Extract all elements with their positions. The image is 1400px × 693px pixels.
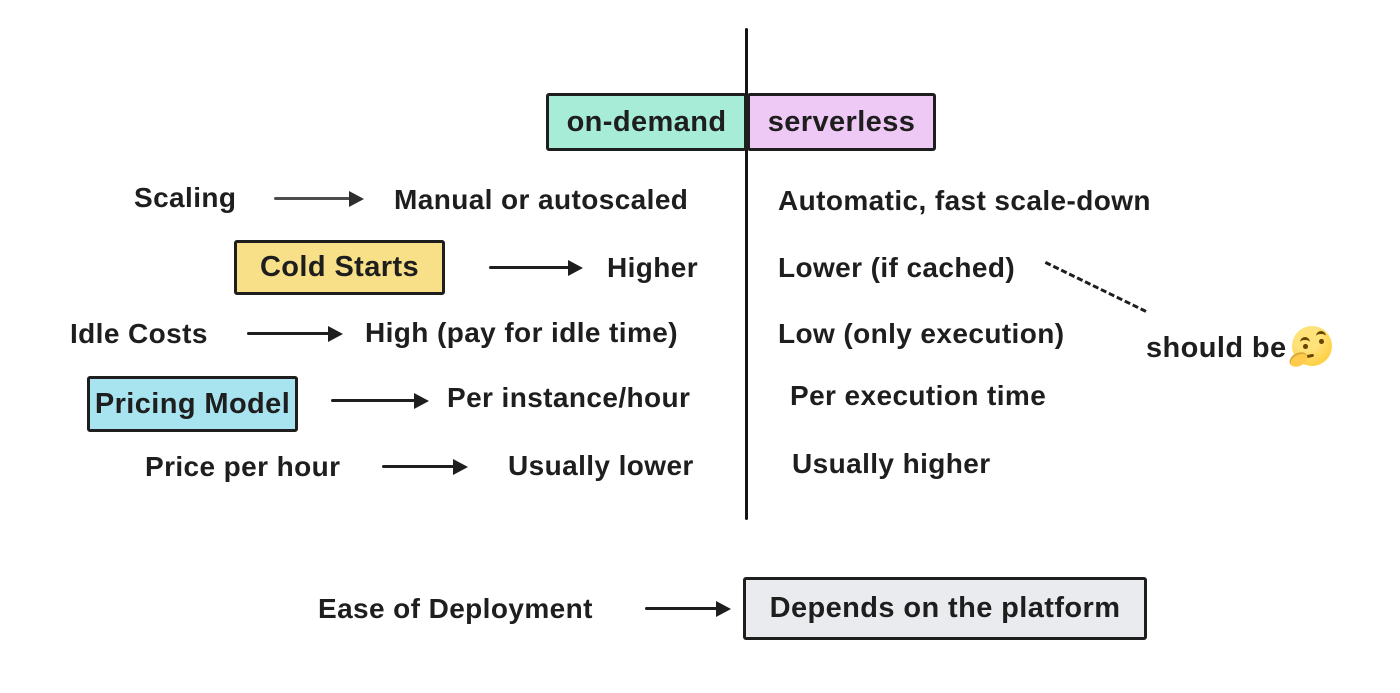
footer-depends-on-platform-box: Depends on the platform [743,577,1147,640]
row-label-idle-costs: Idle Costs [70,318,208,349]
value-serverless-cold-starts: Lower (if cached) [778,252,1016,283]
value-on-demand-scaling: Manual or autoscaled [394,184,689,215]
header-serverless-box: serverless [747,93,936,151]
arrow-icon [274,190,364,207]
value-serverless-price-per-hour: Usually higher [792,448,991,479]
value-serverless-scaling: Automatic, fast scale-down [778,185,1151,216]
row-label-scaling: Scaling [134,182,237,213]
value-serverless-idle-costs: Low (only execution) [778,318,1065,349]
emoji-eye [1303,344,1308,349]
arrow-icon [247,325,343,342]
row-label-pricing-model-box: Pricing Model [87,376,298,432]
value-on-demand-pricing-model: Per instance/hour [447,382,691,413]
value-serverless-pricing-model: Per execution time [790,380,1047,411]
emoji-eyebrow [1300,337,1310,347]
header-on-demand-box: on-demand [546,93,747,151]
row-label-price-per-hour: Price per hour [145,451,341,482]
emoji-eye [1319,339,1324,344]
arrow-icon [382,458,468,475]
dashed-connector-line [1044,261,1147,313]
row-label-ease-of-deployment: Ease of Deployment [318,593,593,624]
arrow-icon [645,600,731,617]
column-divider-line [745,28,748,520]
arrow-icon [331,392,429,409]
annotation-text: should be [1146,332,1287,364]
thinking-face-emoji [1287,326,1334,370]
value-on-demand-cold-starts: Higher [607,252,699,283]
arrow-icon [489,259,583,276]
row-label-cold-starts-box: Cold Starts [234,240,445,295]
value-on-demand-price-per-hour: Usually lower [508,450,694,481]
emoji-eyebrow [1316,331,1326,341]
value-on-demand-idle-costs: High (pay for idle time) [365,317,678,348]
